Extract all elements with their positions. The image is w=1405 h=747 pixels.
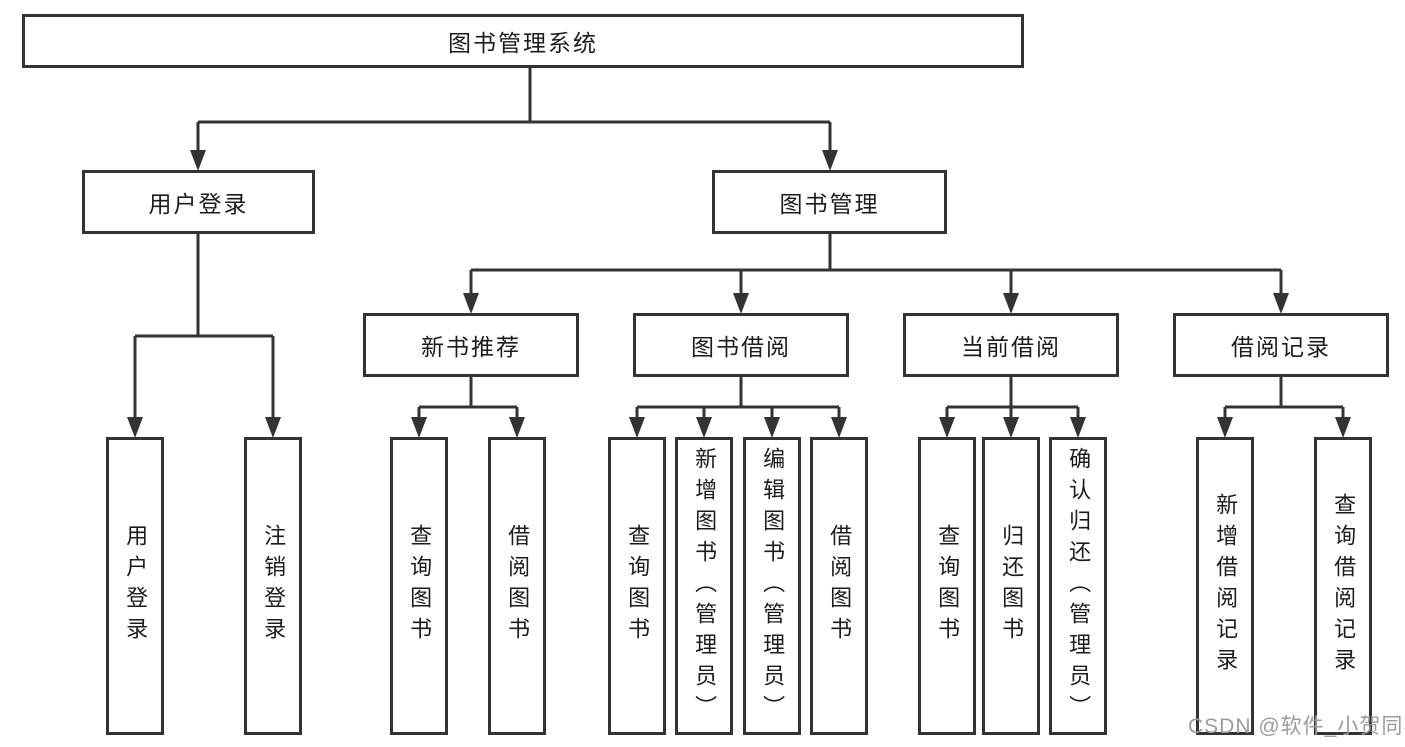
leaf-query-books-borrow: 查询图书 xyxy=(608,437,666,735)
node-label: 用户登录 xyxy=(148,191,249,217)
node-book-management: 图书管理 xyxy=(712,170,947,234)
node-label: 查询借阅记录 xyxy=(1331,493,1357,679)
leaf-confirm-return-admin: 确认归还（管理员） xyxy=(1049,437,1107,735)
node-current-borrow: 当前借阅 xyxy=(903,313,1119,377)
leaf-add-borrow-record: 新增借阅记录 xyxy=(1196,437,1254,735)
node-user-login: 用户登录 xyxy=(82,170,315,234)
node-label: 查询图书 xyxy=(407,524,433,648)
node-label: 归还图书 xyxy=(999,524,1025,648)
node-label: 新书推荐 xyxy=(421,334,521,360)
node-label: 确认归还（管理员） xyxy=(1066,446,1092,726)
node-label: 借阅图书 xyxy=(827,524,853,648)
leaf-user-login: 用户登录 xyxy=(106,437,164,735)
node-label: 新增图书（管理员） xyxy=(692,446,718,726)
node-label: 当前借阅 xyxy=(961,334,1061,360)
csdn-watermark: CSDN @软件_小贺同学 xyxy=(1188,715,1405,738)
node-borrow-records: 借阅记录 xyxy=(1173,313,1389,377)
leaf-logout: 注销登录 xyxy=(244,437,302,735)
leaf-query-books-recommend: 查询图书 xyxy=(390,437,448,735)
node-new-book-recommend: 新书推荐 xyxy=(363,313,579,377)
node-label: 图书管理 xyxy=(779,191,880,217)
leaf-borrow-books-recommend: 借阅图书 xyxy=(488,437,546,735)
node-root: 图书管理系统 xyxy=(22,14,1024,68)
node-label: 用户登录 xyxy=(123,524,149,648)
node-label: 图书管理系统 xyxy=(448,30,598,56)
node-label: 编辑图书（管理员） xyxy=(760,446,786,726)
node-label: 借阅图书 xyxy=(505,524,531,648)
node-label: 图书借阅 xyxy=(691,334,791,360)
leaf-query-borrow-record: 查询借阅记录 xyxy=(1314,437,1372,735)
node-label: 新增借阅记录 xyxy=(1213,493,1239,679)
leaf-add-book-admin: 新增图书（管理员） xyxy=(675,437,733,735)
node-label: 注销登录 xyxy=(261,524,287,648)
node-label: 借阅记录 xyxy=(1231,334,1331,360)
leaf-edit-book-admin: 编辑图书（管理员） xyxy=(743,437,801,735)
leaf-borrow-books: 借阅图书 xyxy=(810,437,868,735)
node-label: 查询图书 xyxy=(935,524,961,648)
leaf-query-books-current: 查询图书 xyxy=(918,437,976,735)
leaf-return-book: 归还图书 xyxy=(982,437,1040,735)
node-label: 查询图书 xyxy=(625,524,651,648)
node-book-borrow: 图书借阅 xyxy=(633,313,849,377)
